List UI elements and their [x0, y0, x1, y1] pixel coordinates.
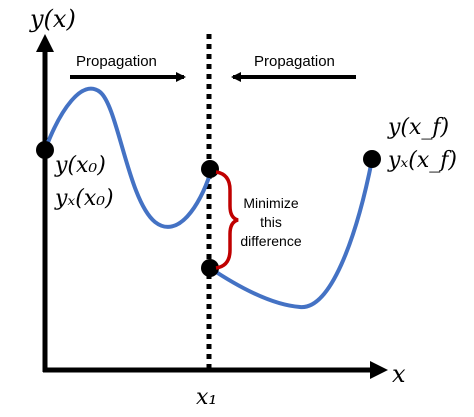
split-point-forward [201, 160, 219, 178]
start-point [36, 141, 54, 159]
end-value-label: y(x_f) [387, 115, 449, 140]
split-point-backward [201, 259, 219, 277]
difference-brace [215, 170, 239, 270]
annotation-line-1: Minimize [243, 195, 298, 211]
forward-trajectory-curve [43, 86, 212, 229]
backward-trajectory-curve [208, 159, 374, 310]
y-axis-label: y(x) [29, 5, 76, 33]
x-axis-arrowhead-icon [370, 361, 388, 379]
split-point-label: x₁ [196, 385, 217, 410]
annotation-line-3: difference [240, 233, 301, 249]
annotation-line-2: this [260, 214, 282, 230]
y-axis-arrowhead-icon [36, 34, 54, 52]
end-derivative-label: yₓ(x_f) [387, 148, 457, 173]
end-point [363, 150, 381, 168]
propagation-right-label: Propagation [254, 53, 335, 70]
x-axis-label: x [392, 360, 406, 388]
start-derivative-label: yₓ(x₀) [54, 186, 114, 211]
propagation-left-label: Propagation [76, 53, 157, 70]
start-value-label: y(x₀) [54, 153, 106, 178]
